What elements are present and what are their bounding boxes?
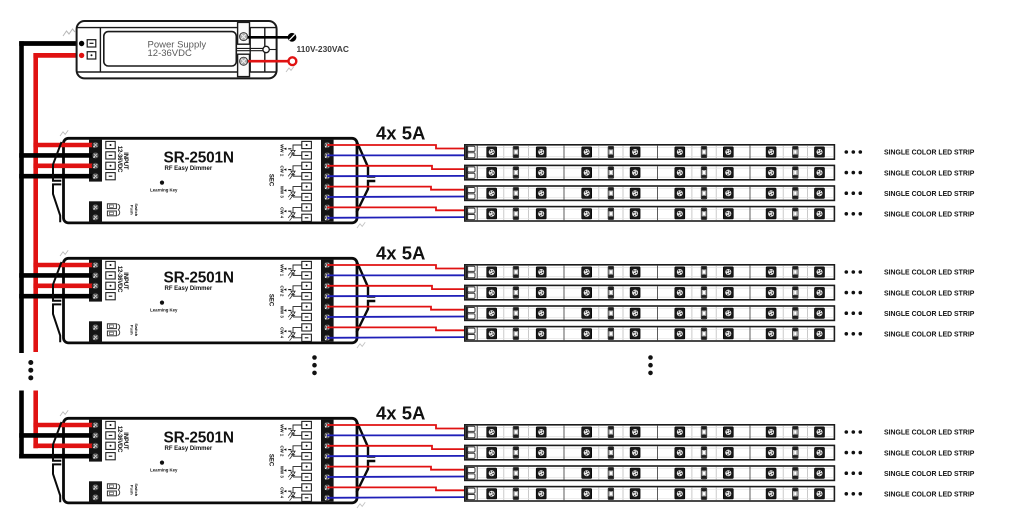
svg-text:12-36VDC: 12-36VDC: [148, 48, 192, 59]
svg-text:110V-230VAC: 110V-230VAC: [297, 44, 349, 54]
svg-text:Power Supply: Power Supply: [148, 40, 207, 51]
